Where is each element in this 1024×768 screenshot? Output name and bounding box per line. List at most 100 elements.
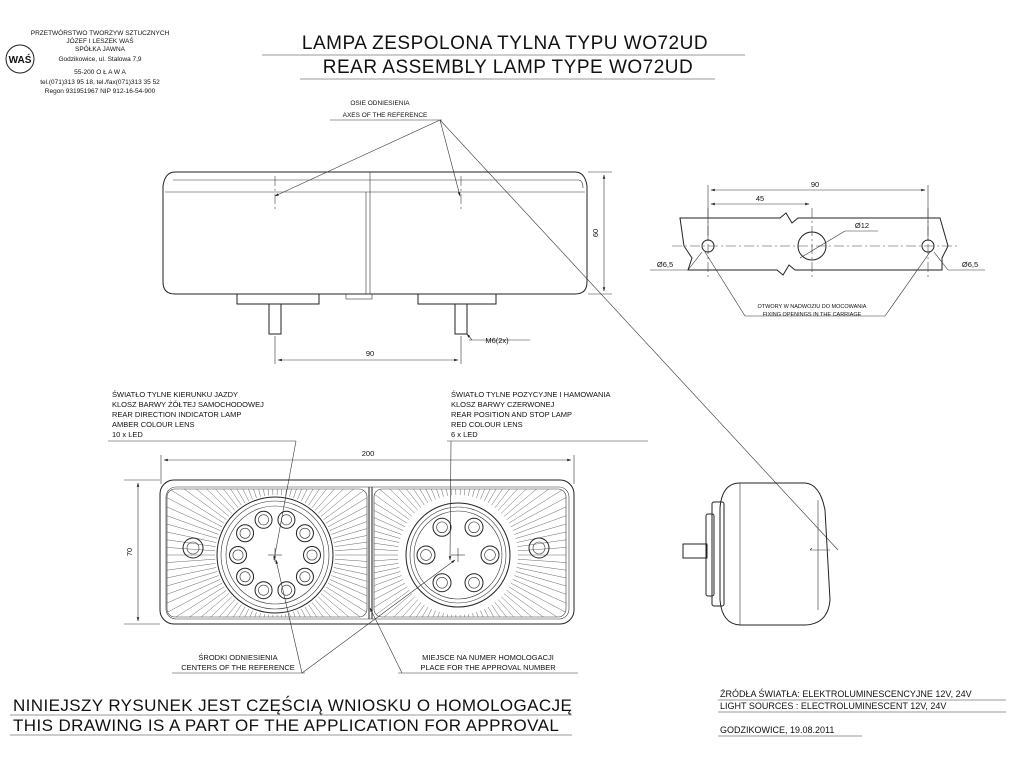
- lens-rib-line: [374, 522, 399, 547]
- lens-rib-line: [374, 489, 425, 506]
- lens-rib-line: [167, 558, 216, 572]
- lens-rib-line: [512, 489, 566, 531]
- lens-rib-line: [167, 596, 233, 617]
- lens-rib-line: [334, 538, 367, 552]
- lens-rib-line: [417, 489, 448, 496]
- mounting-holes-view: 90 45 Ø12 Ø6,5 Ø6,5 OTWORY W NADWOZIU DO…: [650, 180, 985, 318]
- lens-rib-line: [203, 611, 257, 617]
- lens-rib-line: [506, 590, 566, 617]
- lens-rib-line: [329, 579, 367, 617]
- drawing-title: LAMPA ZESPOLONA TYLNA TYPU WO72UD REAR A…: [262, 33, 745, 80]
- lens-rib-line: [374, 489, 410, 520]
- lens-rib-line: [331, 489, 367, 535]
- led: [432, 517, 452, 537]
- light-sources-en: LIGHT SOURCES : ELECTROLUMINESCENT 12V, …: [720, 701, 946, 711]
- lens-rib-line: [374, 538, 399, 552]
- indicator-callout: ŚWIATŁO TYLNE KIERUNKU JAZDY KLOSZ BARWY…: [108, 390, 297, 561]
- lens-rib-line: [374, 489, 416, 514]
- lens-rib-line: [325, 586, 367, 617]
- lens-rib-line: [480, 610, 545, 617]
- lens-rib-line: [374, 608, 432, 617]
- company-line: JÓZEF I LESZEK WAŚ: [66, 36, 134, 45]
- lens-rib-line: [334, 563, 367, 588]
- led: [480, 545, 500, 565]
- lens-rib-line: [333, 567, 367, 604]
- lens-rib-line: [167, 586, 225, 617]
- lens-rib-line: [331, 575, 367, 617]
- lens-rib-line: [297, 489, 362, 500]
- lens-rib-line: [281, 614, 300, 617]
- lens-rib-line: [433, 614, 452, 617]
- indicator-line: KLOSZ BARWY ŻÓŁTEJ SAMOCHODOWEJ: [112, 400, 264, 409]
- lens-rib-line: [374, 489, 406, 528]
- lens-rib-line: [374, 558, 399, 572]
- lens-rib-line: [276, 489, 284, 496]
- lens-rib-line: [506, 489, 566, 520]
- lens-rib-line: [250, 489, 269, 496]
- led: [303, 546, 321, 564]
- stop-lens-texture: [374, 489, 566, 617]
- lens-rib-line: [510, 489, 566, 528]
- lens-rib-line: [503, 489, 566, 517]
- lens-rib-line: [314, 489, 367, 511]
- company-block: WAŚ PRZETWÓRSTWO TWORZYW SZTUCZNYCH JÓZE…: [5, 28, 170, 95]
- company-line: 55-200 O Ł A W A: [74, 69, 126, 76]
- fixing-note-pl: OTWORY W NADWOZIU DO MOCOWANIA: [758, 304, 867, 310]
- lens-rib-line: [334, 558, 367, 572]
- stop-line: 6 x LED: [451, 430, 478, 439]
- lens-rib-line: [327, 489, 367, 528]
- thread-label: M6(2x): [485, 336, 509, 345]
- lens-rib-line: [332, 491, 367, 539]
- lens-rib-line: [167, 489, 236, 511]
- lens-rib-line: [167, 579, 221, 617]
- lens-rib-line: [484, 608, 560, 617]
- approval-label-pl: MIEJSCE NA NUMER HOMOLOGACJI: [422, 653, 554, 662]
- mount-half-dim: 45: [756, 194, 764, 203]
- lens-rib-line: [508, 586, 566, 617]
- lens-rib-line: [516, 506, 566, 543]
- led: [229, 546, 247, 564]
- lens-rib-line: [281, 489, 300, 496]
- led: [295, 567, 314, 586]
- led: [277, 510, 296, 529]
- lens-rib-line: [285, 614, 316, 617]
- lens-rib-line: [386, 611, 440, 617]
- lens-rib-line: [167, 582, 223, 617]
- lens-rib-line: [514, 575, 566, 617]
- approval-callout: MIEJSCE NA NUMER HOMOLOGACJI PLACE FOR T…: [369, 607, 578, 674]
- lens-rib-line: [374, 610, 436, 617]
- lens-rib-line: [250, 614, 269, 617]
- lens-rib-line: [374, 489, 408, 524]
- lens-rib-line: [449, 614, 457, 617]
- lens-rib-line: [468, 614, 499, 617]
- lens-rib-line: [167, 489, 225, 524]
- lens-rib-line: [374, 489, 432, 502]
- lens-rib-line: [374, 579, 404, 617]
- lens-rib-line: [167, 522, 216, 547]
- top-height-dim: 60: [591, 229, 600, 237]
- lens-rib-line: [317, 489, 367, 514]
- lens-rib-line: [285, 489, 316, 496]
- lens-rib-line: [402, 489, 444, 497]
- title-en: REAR ASSEMBLY LAMP TYPE WO72UD: [323, 57, 694, 78]
- lens-rib-line: [167, 590, 227, 617]
- lens-rib-line: [308, 489, 367, 506]
- centers-callout: ŚRODKI ODNIESIENIA CENTERS OF THE REFERE…: [172, 559, 456, 674]
- centers-label-pl: ŚRODKI ODNIESIENIA: [198, 653, 277, 662]
- stop-led-ring: [416, 517, 500, 593]
- lens-rib-line: [374, 489, 404, 531]
- company-logo: WAŚ: [5, 44, 35, 74]
- lens-rib-line: [167, 506, 217, 543]
- front-width-dim: 200: [362, 449, 375, 458]
- led: [416, 545, 436, 565]
- lens-rib-line: [334, 522, 367, 547]
- led: [236, 524, 255, 543]
- lens-rib-line: [323, 590, 367, 617]
- light-sources-pl: ŹRÓDŁA ŚWIATŁA: ELEKTROLUMINESCENCYJNE 1…: [720, 688, 972, 699]
- lens-rib-line: [234, 614, 265, 617]
- lens-rib-line: [517, 538, 566, 552]
- lens-rib-line: [304, 489, 367, 504]
- lens-rib-line: [386, 489, 440, 499]
- lens-rib-line: [167, 489, 227, 520]
- lens-rib-line: [320, 593, 367, 617]
